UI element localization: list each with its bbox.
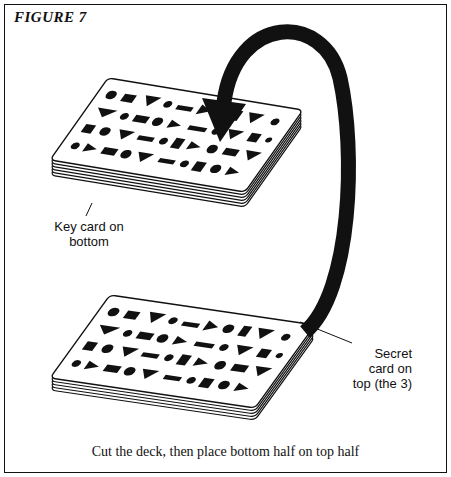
arrow-head xyxy=(202,98,246,142)
figure-caption: Cut the deck, then place bottom half on … xyxy=(10,444,441,460)
callout-label: Secret card on top (the 3) xyxy=(350,346,412,391)
curved-arrow xyxy=(224,32,348,332)
leader-line xyxy=(300,322,352,343)
figure-title: FIGURE 7 xyxy=(14,9,164,26)
callout-label: Key card on bottom xyxy=(44,219,134,249)
leader-line xyxy=(86,203,92,216)
figure-frame xyxy=(5,5,447,473)
bottom-deck xyxy=(50,295,315,420)
top-deck xyxy=(50,78,303,207)
